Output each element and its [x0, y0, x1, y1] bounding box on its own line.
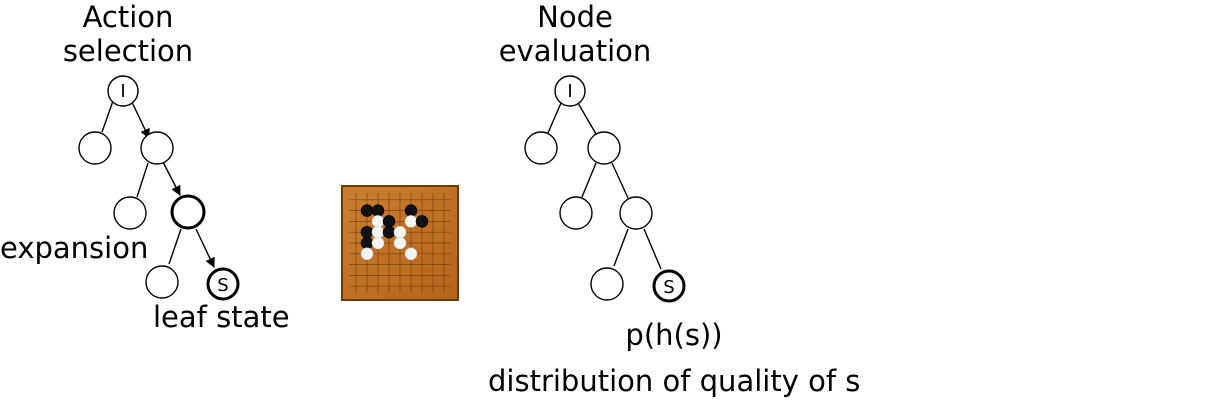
tree-node [78, 131, 112, 165]
black-stone [382, 215, 396, 228]
tree-node [587, 131, 621, 165]
leaf-node-label: S [217, 275, 228, 296]
black-stone [415, 215, 429, 228]
tree-node [559, 196, 593, 230]
go-board-stones [360, 204, 429, 261]
root-node-label: I [567, 81, 572, 102]
action-selection-title-line2: selection [63, 34, 193, 68]
white-stone [371, 225, 385, 239]
left-tree [78, 75, 240, 301]
white-stone [393, 236, 407, 250]
formula-label: p(h(s)) [625, 318, 722, 352]
white-stone [360, 247, 374, 261]
edge-mid-right [611, 162, 629, 199]
white-stone [404, 247, 418, 261]
tree-node-leaf [652, 269, 686, 303]
edge-root-left [101, 100, 114, 133]
node-evaluation-title-line2: evaluation [499, 34, 652, 68]
black-stone [382, 225, 396, 239]
action-selection-title-line1: Action [83, 0, 174, 34]
black-stone [371, 204, 385, 217]
white-stone [393, 225, 407, 239]
edge-root-right [577, 102, 597, 135]
leaf-node-label: S [663, 277, 674, 298]
tree-node [619, 196, 653, 230]
leaf-state-label: leaf state [153, 300, 290, 334]
white-stone [404, 215, 418, 228]
black-stone [360, 236, 374, 250]
root-node-label: I [120, 81, 125, 102]
action-selection-panel: Action selection I S expansion leaf stat… [0, 0, 290, 334]
tree-node-expansion [170, 194, 206, 230]
edge-expansion-left [168, 228, 182, 265]
node-evaluation-panel: Node evaluation I S p(h(s)) distribution… [488, 0, 860, 398]
black-stone [360, 204, 374, 217]
expansion-label: expansion [0, 231, 148, 265]
tree-node [590, 267, 624, 301]
edge-mid-left [136, 162, 149, 198]
distribution-label: distribution of quality of s [488, 364, 860, 398]
black-stone [360, 225, 374, 239]
black-stone [404, 204, 418, 217]
edge-mid-right [162, 161, 181, 196]
edge-lower-left [613, 228, 629, 267]
tree-node [140, 131, 174, 165]
node-evaluation-title-line1: Node [537, 0, 613, 34]
tree-node [145, 265, 179, 299]
tree-node [113, 196, 147, 230]
edge-root-right [130, 99, 150, 139]
edge-root-left [547, 102, 562, 134]
edge-expansion-right [195, 228, 215, 268]
tree-node-leaf [206, 267, 240, 301]
tree-node-root [107, 75, 139, 107]
edge-mid-left [581, 162, 597, 198]
tree-node [524, 131, 558, 165]
tree-node-root [554, 75, 586, 107]
go-board [341, 185, 459, 301]
white-stone [371, 215, 385, 228]
right-tree [524, 75, 686, 303]
edge-lower-right [643, 228, 662, 270]
white-stone [371, 236, 385, 250]
